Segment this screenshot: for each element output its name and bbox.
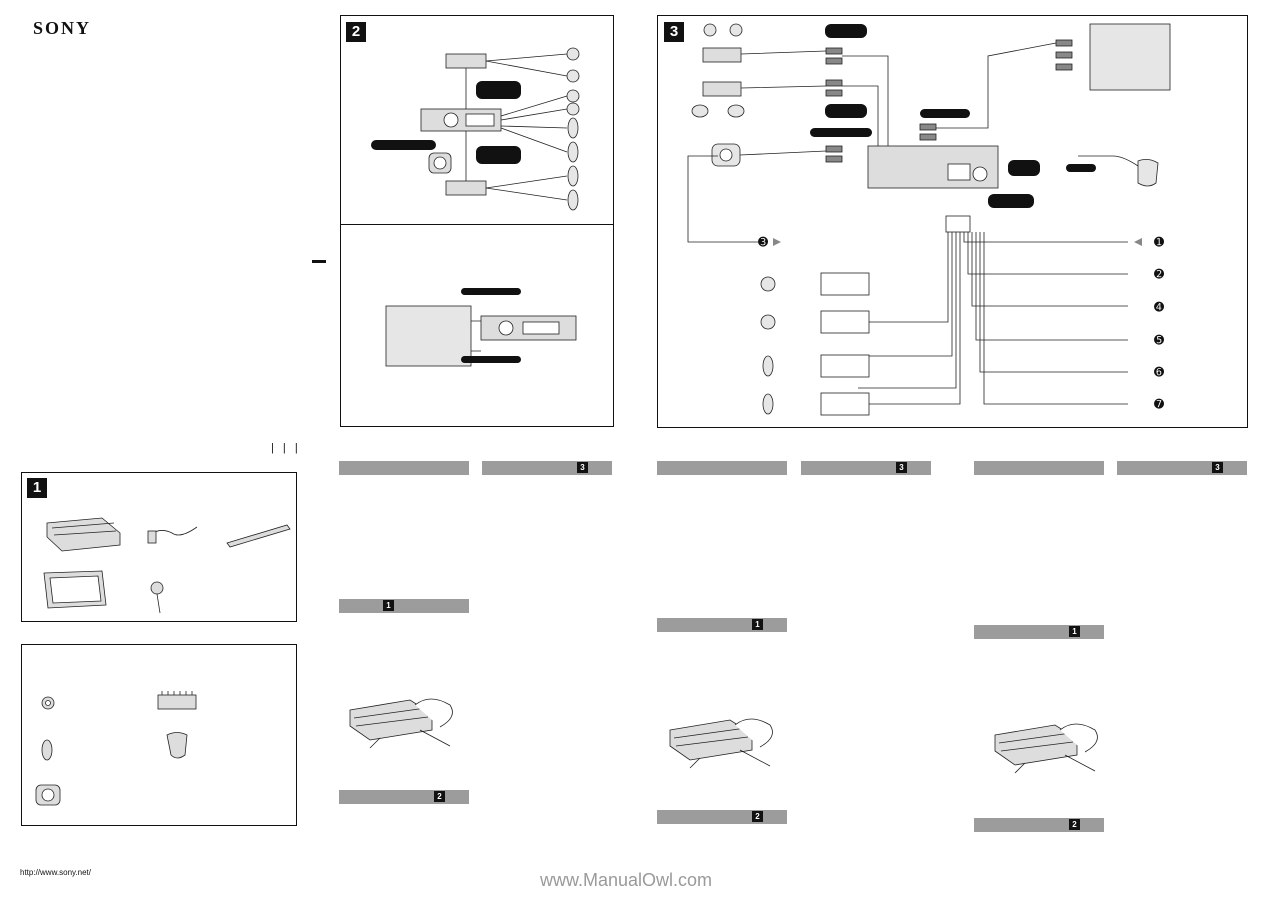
optional-parts-illustration xyxy=(35,691,197,806)
connection-diagram-panel-3: 3 xyxy=(657,15,1248,428)
output-marker-5: ➎ xyxy=(1154,333,1165,347)
output-marker-6: ➏ xyxy=(1154,365,1165,379)
watermark: www.ManualOwl.com xyxy=(540,870,713,890)
panel-divider xyxy=(341,224,613,225)
tick-marks: | | | xyxy=(271,442,301,454)
optional-parts-panel xyxy=(21,644,297,826)
section-number-2: 2 xyxy=(346,22,366,42)
col1-section-bar-3: 3 xyxy=(482,461,612,475)
col2-section-bar-2: 2 xyxy=(657,810,787,824)
output-marker-1: ➊ xyxy=(1154,235,1165,249)
col1-bar3-number: 3 xyxy=(577,462,588,473)
col1-bar1-number: 1 xyxy=(383,600,394,611)
col2-section-bar-a xyxy=(657,461,787,475)
col2-unit-release-illustration xyxy=(669,718,773,769)
output-marker-3: ➌ xyxy=(758,235,769,249)
section-number-1: 1 xyxy=(27,478,47,498)
col3-section-bar-2: 2 xyxy=(974,818,1104,832)
col3-section-bar-3: 3 xyxy=(1117,461,1247,475)
output-marker-4: ➍ xyxy=(1154,300,1165,314)
parts-list-panel: 1 xyxy=(21,472,297,622)
col1-section-bar-2: 2 xyxy=(339,790,469,804)
parts-illustration xyxy=(43,517,291,614)
brand-logo: SONY xyxy=(33,18,92,38)
col3-unit-release-illustration xyxy=(994,723,1098,774)
col1-bar2-number: 2 xyxy=(434,791,445,802)
col3-bar1-number: 1 xyxy=(1069,626,1080,637)
speaker-system-diagram xyxy=(371,47,580,367)
fold-mark xyxy=(312,260,326,263)
col3-section-bar-1: 1 xyxy=(974,625,1104,639)
col2-bar3-number: 3 xyxy=(896,462,907,473)
footer-url[interactable]: http://www.sony.net/ xyxy=(20,868,91,877)
section-number-3: 3 xyxy=(664,22,684,42)
output-marker-7: ➐ xyxy=(1154,397,1165,411)
col2-section-bar-3: 3 xyxy=(801,461,931,475)
connection-diagram-panel-2: 2 xyxy=(340,15,614,427)
col2-bar1-number: 1 xyxy=(752,619,763,630)
col1-section-bar-1: 1 xyxy=(339,599,469,613)
col3-bar3-number: 3 xyxy=(1212,462,1223,473)
output-marker-2: ➋ xyxy=(1154,267,1165,281)
col2-section-bar-1: 1 xyxy=(657,618,787,632)
col3-section-bar-a xyxy=(974,461,1104,475)
col2-bar2-number: 2 xyxy=(752,811,763,822)
col3-bar2-number: 2 xyxy=(1069,819,1080,830)
wiring-diagram xyxy=(687,23,1171,416)
col1-unit-release-illustration xyxy=(349,698,453,749)
col1-section-bar-a xyxy=(339,461,469,475)
